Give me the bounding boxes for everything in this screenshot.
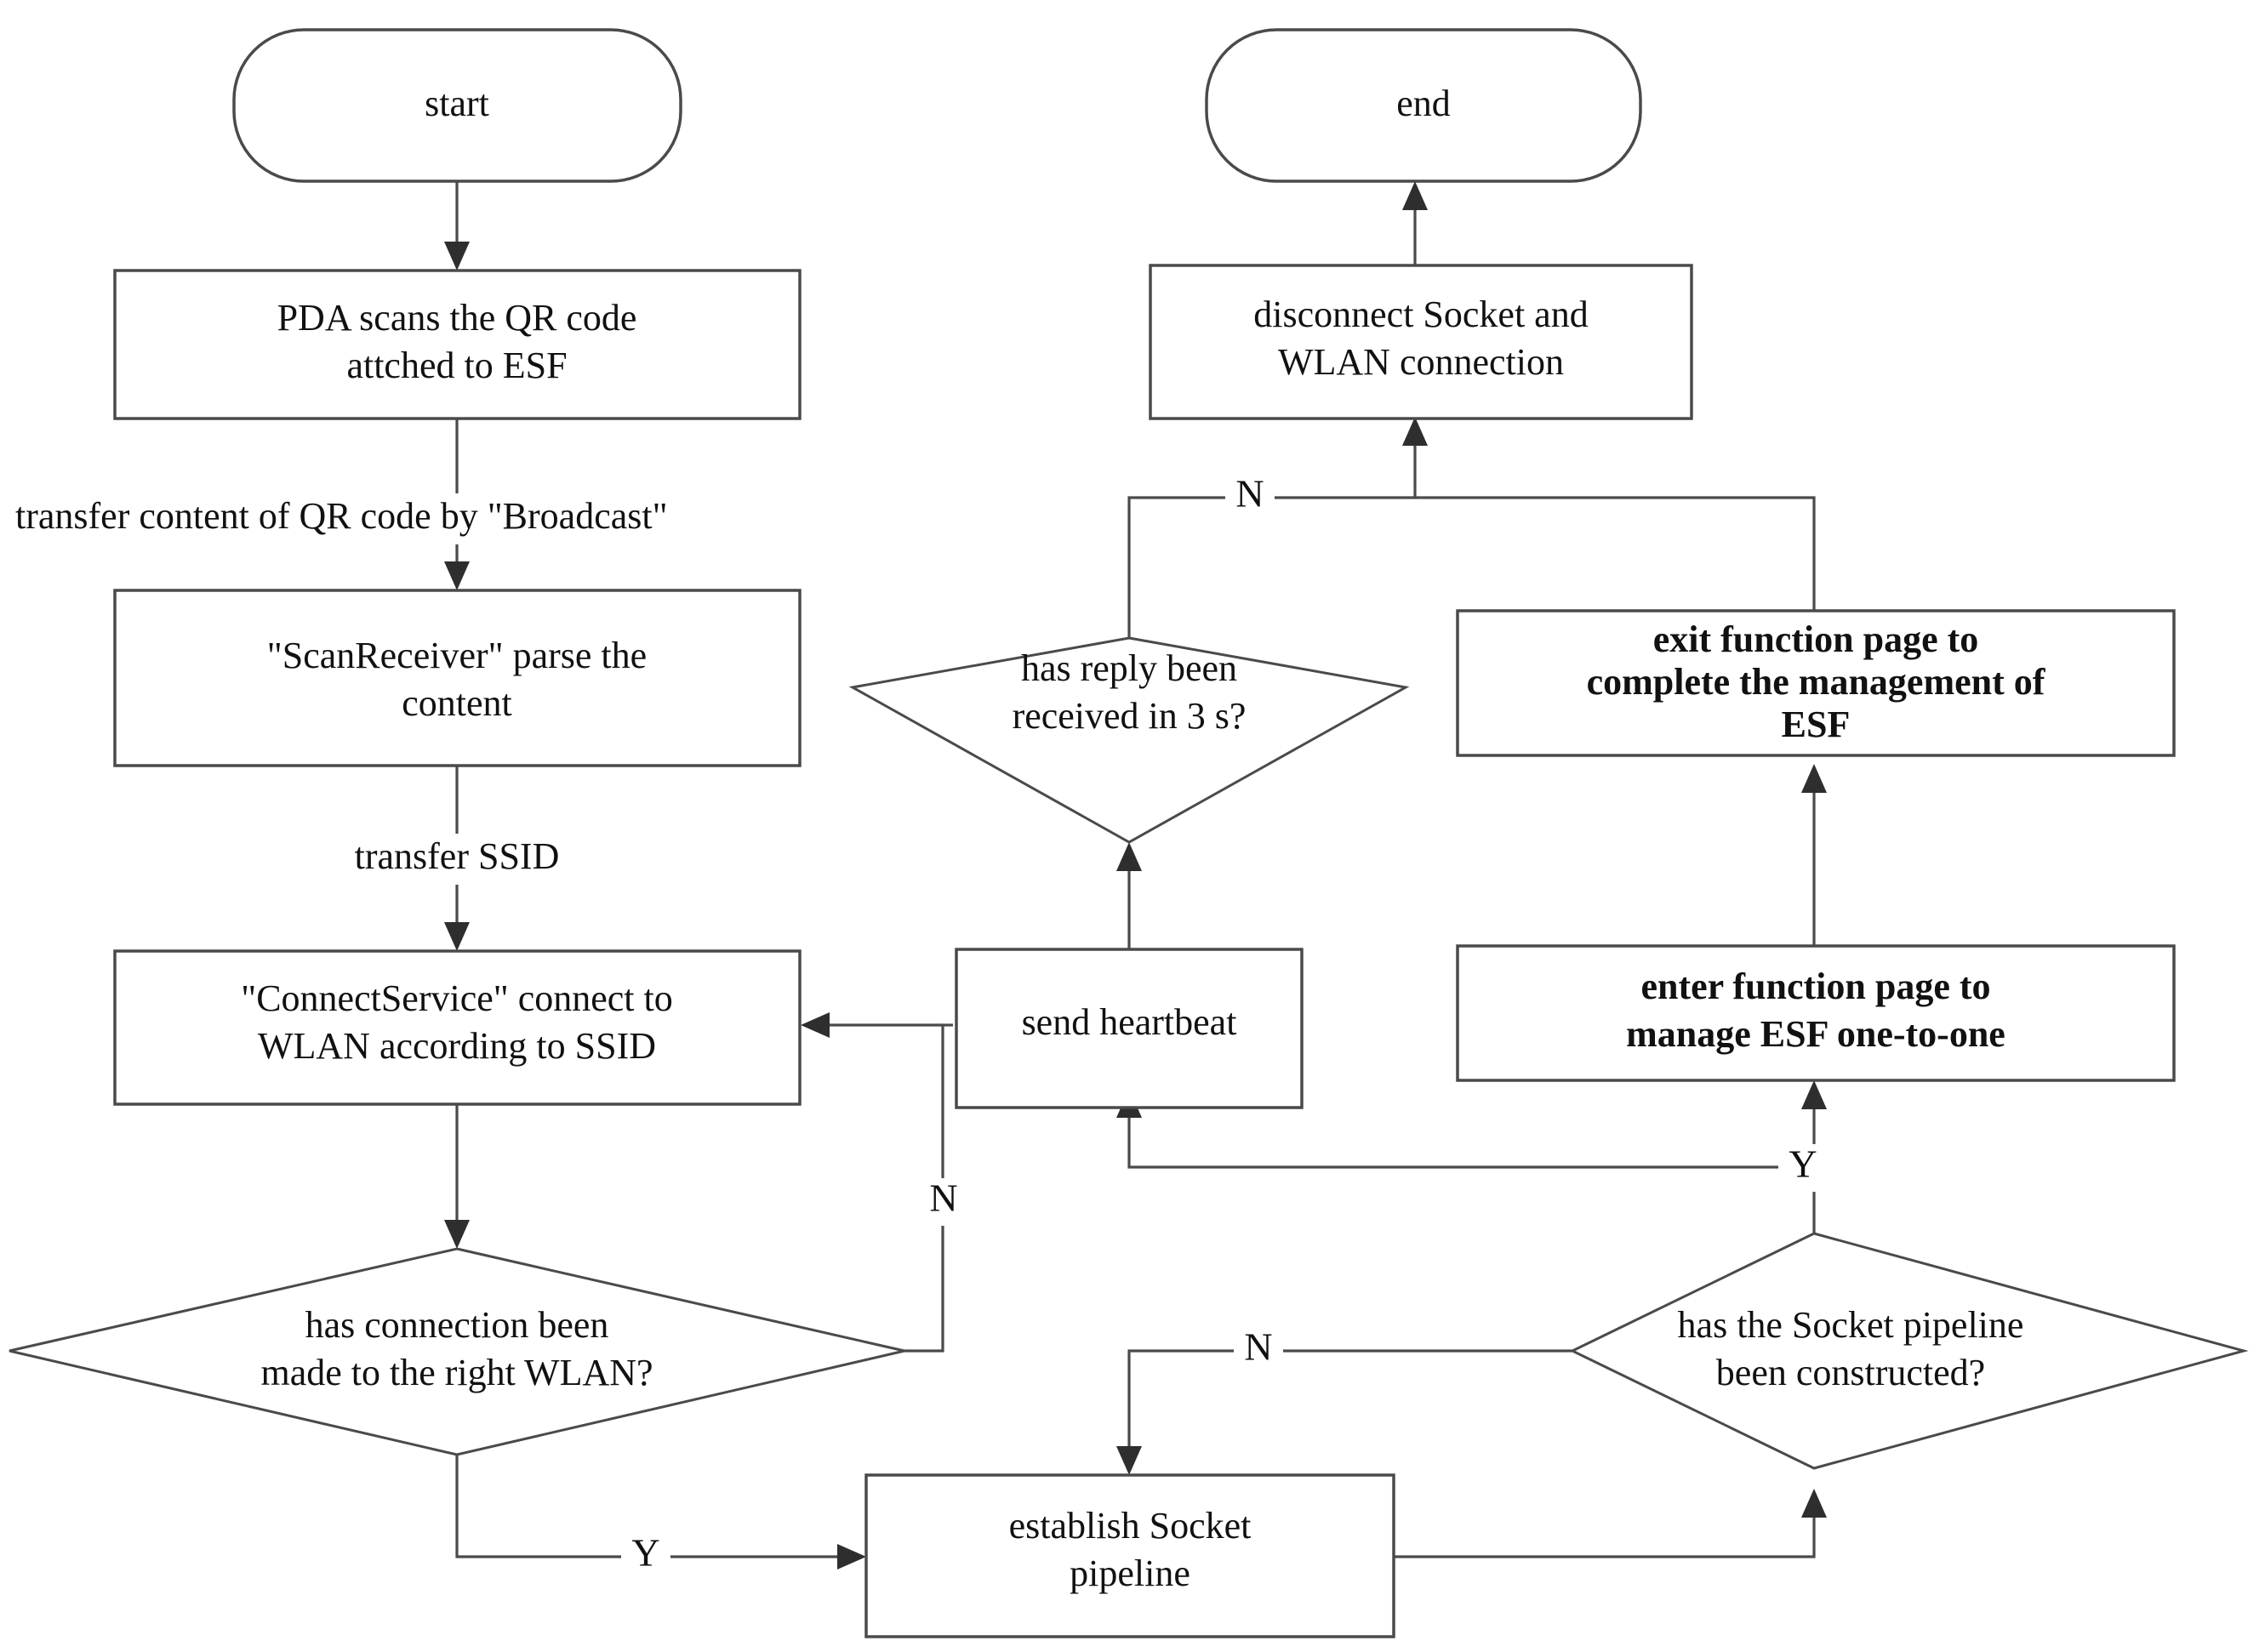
edge-establish-socket-to-socket-check bbox=[1394, 1507, 1816, 1558]
end-shape bbox=[1205, 28, 1642, 183]
enter-page-label-line2: manage ESF one-to-one bbox=[1626, 1013, 2005, 1055]
socket-no-label-bg bbox=[1234, 1327, 1283, 1375]
pda-scan-label-line1: PDA scans the QR code bbox=[277, 297, 637, 339]
edge-exit-page-to-disconnect bbox=[1413, 436, 1816, 611]
send-heartbeat-shape bbox=[955, 948, 1304, 1109]
socket-no-label: N bbox=[1244, 1325, 1272, 1369]
reply-check-shape bbox=[848, 636, 1410, 844]
socket-yes-label-bg bbox=[1778, 1144, 1828, 1192]
wlan-no-label-bg bbox=[919, 1178, 968, 1226]
arrowhead-end-bottom bbox=[1402, 181, 1428, 210]
socket-check-label-line1: has the Socket pipeline bbox=[1678, 1304, 2024, 1346]
wlan-yes-label-bg bbox=[621, 1533, 670, 1581]
transfer-ssid-label: transfer SSID bbox=[355, 835, 560, 877]
arrowhead-disconnect-bottom bbox=[1402, 417, 1428, 446]
exit-page-label-line1: exit function page to bbox=[1653, 618, 1979, 660]
edge-reply-no-to-disconnect bbox=[1127, 496, 1415, 638]
socket-check-shape bbox=[1569, 1232, 2249, 1470]
scan-receiver-label-line2: content bbox=[402, 682, 512, 724]
broadcast-label: transfer content of QR code by "Broadcas… bbox=[15, 495, 668, 537]
arrowhead-wlan-check bbox=[444, 1220, 470, 1249]
node-reply-check[interactable]: has reply been received in 3 s? bbox=[848, 636, 1410, 844]
broadcast-label-bg bbox=[10, 493, 912, 544]
exit-page-label-line2: complete the management of bbox=[1587, 661, 2046, 703]
edge-label-broadcast: transfer content of QR code by "Broadcas… bbox=[10, 493, 912, 544]
arrowhead-exit-page-bottom bbox=[1801, 764, 1827, 793]
establish-socket-label-line1: establish Socket bbox=[1009, 1505, 1252, 1547]
start-label: start bbox=[425, 83, 489, 124]
connect-service-label-line2: WLAN according to SSID bbox=[258, 1025, 656, 1067]
reply-check-label-line2: received in 3 s? bbox=[1013, 695, 1247, 737]
enter-page-shape bbox=[1456, 944, 2176, 1082]
node-scan-receiver[interactable]: "ScanReceiver" parse the content bbox=[113, 589, 802, 767]
edge-enter-page-to-send-heartbeat bbox=[1127, 1108, 1814, 1169]
disconnect-shape bbox=[1149, 264, 1693, 420]
arrowhead-pda-scan bbox=[444, 242, 470, 271]
wlan-check-label-line1: has connection been bbox=[305, 1304, 609, 1346]
node-disconnect[interactable]: disconnect Socket and WLAN connection bbox=[1149, 264, 1693, 420]
arrowhead-connect-service-left-return bbox=[801, 1012, 830, 1038]
pda-scan-label-line2: attched to ESF bbox=[346, 345, 567, 386]
exit-page-label-line3: ESF bbox=[1782, 704, 1851, 745]
arrowhead-scan-receiver bbox=[444, 561, 470, 590]
socket-check-label-line2: been constructed? bbox=[1716, 1352, 1985, 1393]
node-connect-service[interactable]: "ConnectService" connect to WLAN accordi… bbox=[113, 949, 802, 1106]
start-shape bbox=[232, 28, 682, 183]
node-establish-socket[interactable]: establish Socket pipeline bbox=[864, 1473, 1395, 1638]
edge-socket-no-to-establish-socket bbox=[1127, 1349, 1572, 1456]
arrowhead-socket-check-bottom bbox=[1801, 1489, 1827, 1518]
branch-label-reply-no: N bbox=[1225, 472, 1275, 521]
node-send-heartbeat[interactable]: send heartbeat bbox=[955, 948, 1304, 1109]
node-enter-page[interactable]: enter function page to manage ESF one-to… bbox=[1456, 944, 2176, 1082]
wlan-check-shape bbox=[9, 1247, 905, 1456]
node-end[interactable]: end bbox=[1205, 28, 1642, 183]
connect-service-shape bbox=[113, 949, 802, 1106]
node-pda-scan[interactable]: PDA scans the QR code attched to ESF bbox=[113, 269, 802, 420]
transfer-ssid-label-bg bbox=[306, 834, 613, 885]
disconnect-label-line1: disconnect Socket and bbox=[1253, 293, 1588, 335]
scan-receiver-label-line1: "ScanReceiver" parse the bbox=[267, 635, 647, 676]
branch-label-socket-no: N bbox=[1234, 1325, 1283, 1375]
establish-socket-shape bbox=[864, 1473, 1395, 1638]
reply-no-label: N bbox=[1235, 472, 1264, 516]
wlan-yes-label: Y bbox=[631, 1531, 659, 1575]
wlan-check-label-line2: made to the right WLAN? bbox=[260, 1352, 653, 1393]
node-exit-page[interactable]: exit function page to complete the manag… bbox=[1456, 609, 2176, 757]
arrowhead-connect-service bbox=[444, 922, 470, 951]
reply-check-label-line1: has reply been bbox=[1021, 647, 1237, 689]
arrowhead-establish-socket-top bbox=[1116, 1446, 1142, 1475]
node-socket-check[interactable]: has the Socket pipeline been constructed… bbox=[1569, 1232, 2249, 1470]
branch-label-wlan-yes: Y bbox=[621, 1531, 670, 1581]
arrowhead-enter-page-bottom bbox=[1801, 1080, 1827, 1109]
reply-no-label-bg bbox=[1225, 474, 1275, 521]
edge-wlan-yes-to-establish-socket bbox=[455, 1455, 847, 1558]
send-heartbeat-label: send heartbeat bbox=[1022, 1001, 1237, 1043]
node-start[interactable]: start bbox=[232, 28, 682, 183]
connect-service-label-line1: "ConnectService" connect to bbox=[241, 977, 673, 1019]
branch-label-socket-yes: Y bbox=[1778, 1142, 1828, 1192]
enter-page-label-line1: enter function page to bbox=[1640, 966, 1990, 1007]
node-wlan-check[interactable]: has connection been made to the right WL… bbox=[9, 1247, 905, 1456]
end-label: end bbox=[1396, 83, 1451, 124]
establish-socket-label-line2: pipeline bbox=[1070, 1552, 1190, 1594]
arrowhead-establish-socket-left bbox=[837, 1544, 866, 1569]
disconnect-label-line2: WLAN connection bbox=[1278, 341, 1564, 383]
branch-label-wlan-no: N bbox=[919, 1176, 968, 1226]
pda-scan-shape bbox=[113, 269, 802, 420]
wlan-no-label: N bbox=[929, 1176, 957, 1220]
arrowhead-reply-check-bottom bbox=[1116, 842, 1142, 871]
connectors bbox=[444, 181, 1827, 1569]
scan-receiver-shape bbox=[113, 589, 802, 767]
socket-yes-label: Y bbox=[1789, 1142, 1817, 1186]
edge-label-transfer-ssid: transfer SSID bbox=[306, 834, 613, 885]
exit-page-shape bbox=[1456, 609, 2176, 757]
